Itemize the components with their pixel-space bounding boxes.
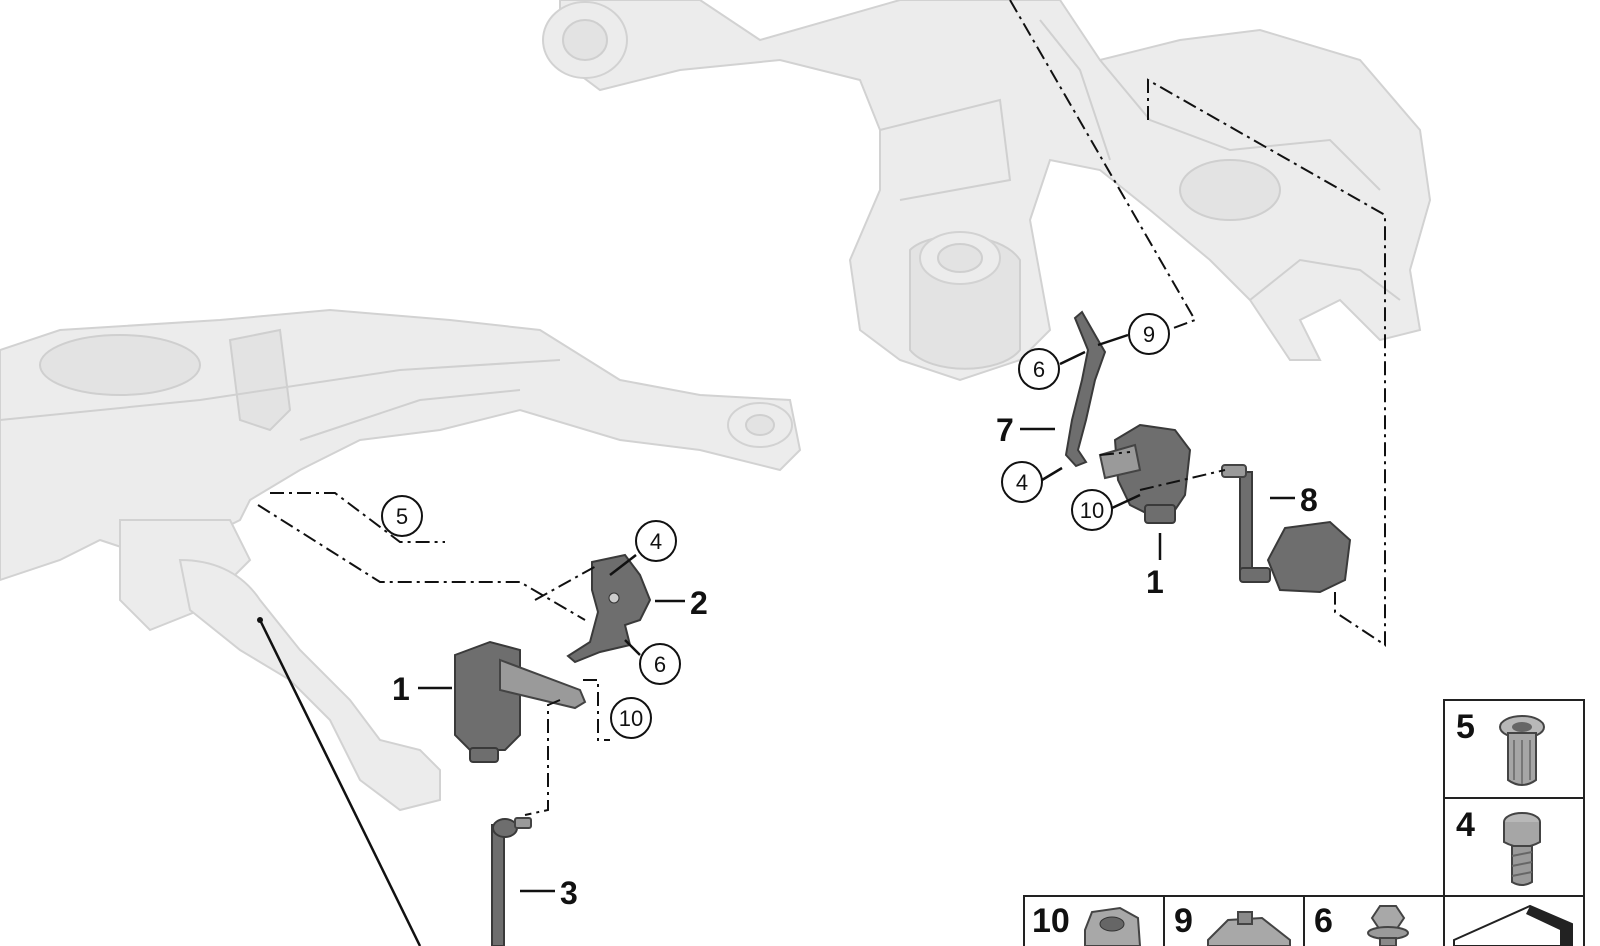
callout-2-left: 2 bbox=[690, 585, 708, 621]
callout-10-left: 10 bbox=[619, 706, 643, 731]
callout-6-left: 6 bbox=[654, 652, 666, 677]
bracket-right bbox=[1064, 310, 1107, 468]
coupling-rod-left bbox=[491, 824, 505, 946]
callout-6-right: 6 bbox=[1033, 357, 1045, 382]
bracket-left bbox=[566, 553, 652, 664]
inset-label-9: 9 bbox=[1174, 902, 1193, 940]
callout-4-right: 4 bbox=[1016, 470, 1028, 495]
inset-label-6: 6 bbox=[1314, 902, 1333, 940]
inset-label-5: 5 bbox=[1456, 708, 1475, 746]
left-height-sensor-assembly bbox=[454, 553, 652, 946]
callout-1-right: 1 bbox=[1146, 564, 1164, 600]
height-sensor-body-left bbox=[454, 640, 521, 751]
callout-circle-5-left bbox=[381, 495, 423, 537]
inset-label-4: 4 bbox=[1456, 806, 1475, 844]
flange-bolt-illustration bbox=[1367, 905, 1409, 946]
right-height-sensor-assembly bbox=[1064, 310, 1352, 594]
callout-3-left: 3 bbox=[560, 875, 578, 911]
rear-subframe-ghost-top bbox=[542, 0, 1432, 382]
front-subframe-ghost-left bbox=[0, 308, 802, 812]
socket-bolt-illustration bbox=[1503, 812, 1541, 886]
leader-lines bbox=[257, 333, 1295, 946]
callout-8-right: 8 bbox=[1300, 482, 1318, 518]
inset-label-10: 10 bbox=[1032, 902, 1070, 940]
callout-circle-9-right bbox=[1128, 313, 1170, 355]
callout-10-right: 10 bbox=[1080, 498, 1104, 523]
wedge-illustration bbox=[1453, 904, 1573, 946]
callouts-left: 1 2 3 4 5 6 10 bbox=[381, 495, 708, 911]
callout-circle-4-right bbox=[1001, 461, 1043, 503]
clip-nut-illustration bbox=[1207, 911, 1291, 946]
callout-circle-10-left bbox=[610, 697, 652, 739]
callouts-right: 1 7 8 4 6 9 10 bbox=[996, 313, 1318, 600]
coupling-rod-right bbox=[1239, 471, 1253, 573]
callout-circle-6-right bbox=[1018, 348, 1060, 390]
self-locking-nut-illustration bbox=[1084, 906, 1142, 946]
callout-9-right: 9 bbox=[1143, 322, 1155, 347]
callout-circle-6-left bbox=[639, 643, 681, 685]
callout-circle-4-left bbox=[635, 520, 677, 562]
rivet-nut-illustration bbox=[1499, 715, 1545, 786]
callout-1-left: 1 bbox=[392, 671, 410, 707]
callout-circle-10-right bbox=[1071, 489, 1113, 531]
callout-5-left: 5 bbox=[396, 504, 408, 529]
reference-lines bbox=[257, 0, 1386, 816]
callout-7-right: 7 bbox=[996, 412, 1014, 448]
callout-4-left: 4 bbox=[650, 529, 662, 554]
parts-inset: 5 4 10 9 6 bbox=[1023, 699, 1585, 946]
